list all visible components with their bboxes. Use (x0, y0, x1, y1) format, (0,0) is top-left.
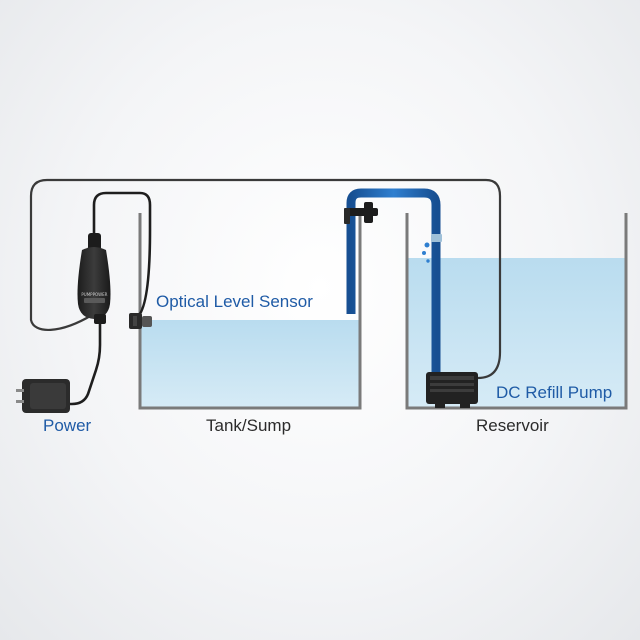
dc-refill-pump (426, 372, 478, 408)
label-power: Power (43, 416, 92, 435)
sensor-cable (92, 191, 152, 320)
pump-cable (29, 178, 502, 380)
controller-unit: PUMP POWER (77, 233, 111, 324)
tank-walls (138, 213, 362, 410)
controller-port-pump: PUMP (81, 292, 93, 297)
controller-port-power: POWER (93, 292, 108, 297)
power-cable (66, 316, 102, 406)
bubbles-icon (422, 242, 430, 263)
label-tank-sump: Tank/Sump (206, 416, 292, 435)
label-reservoir: Reservoir (476, 416, 549, 435)
tube-holder-clip (344, 202, 378, 224)
label-dc-refill-pump: DC Refill Pump (496, 383, 613, 402)
power-adapter (16, 379, 70, 413)
refill-tube (346, 188, 441, 378)
label-optical-level-sensor: Optical Level Sensor (156, 292, 313, 311)
optical-level-sensor (129, 313, 152, 329)
tube-connector (431, 234, 442, 242)
tank-water (140, 320, 360, 408)
reservoir-walls (405, 213, 628, 410)
